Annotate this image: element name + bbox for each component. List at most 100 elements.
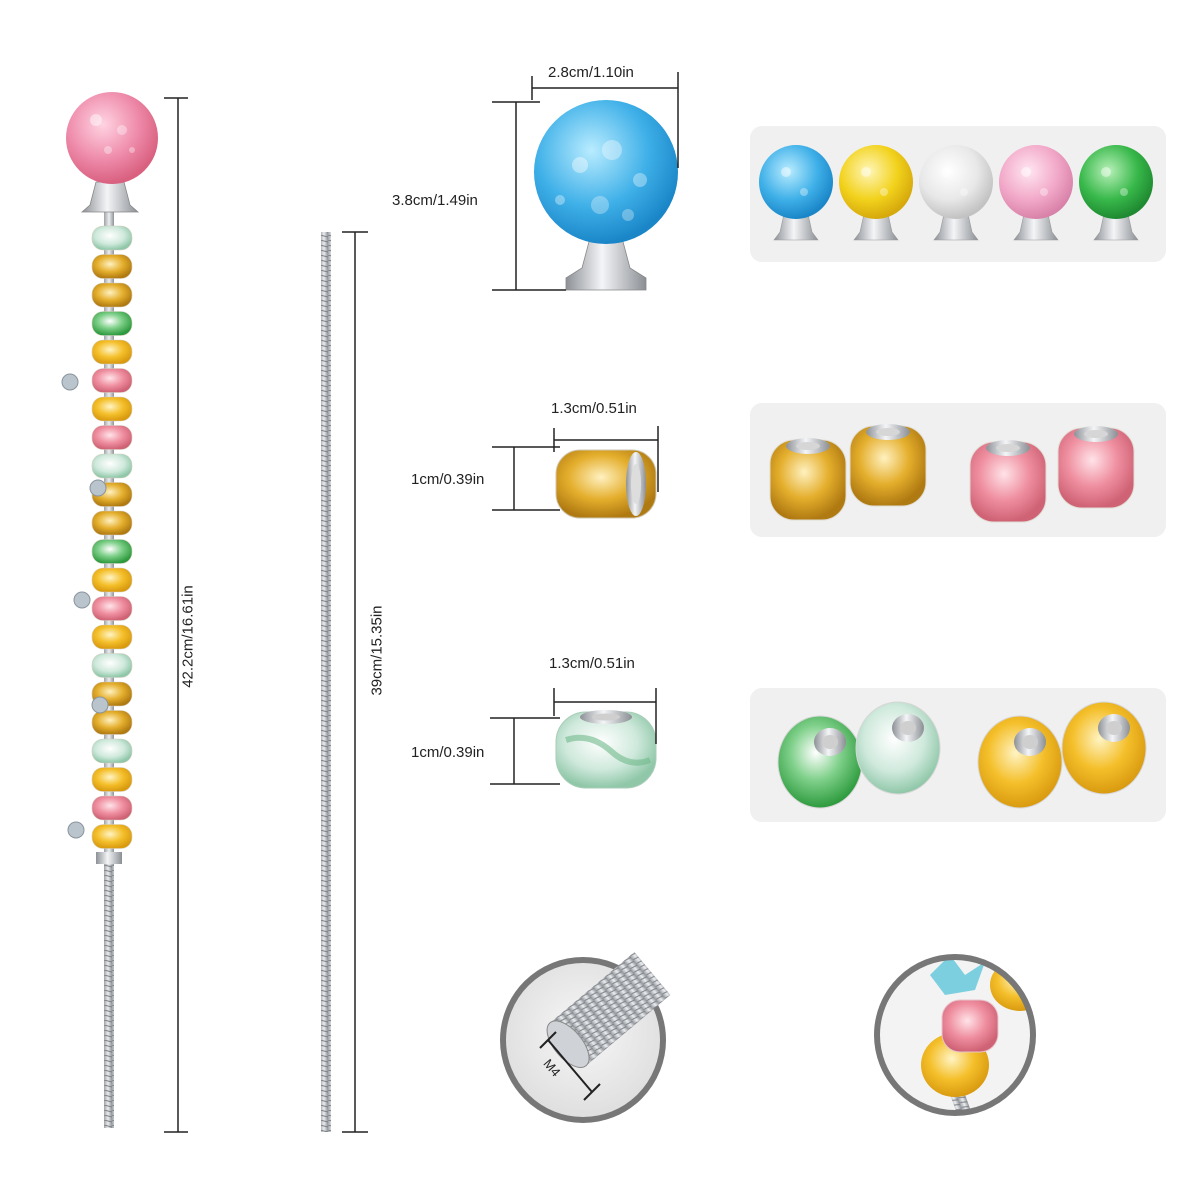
stick-bead [91, 510, 133, 536]
ball-option-bubble [781, 167, 791, 177]
stick-charm [89, 479, 107, 497]
thread-closeup-end [546, 1020, 590, 1068]
stick-bead [91, 567, 133, 593]
ball-option-bubble [1101, 167, 1111, 177]
stick-ball-bubble [129, 147, 135, 153]
stick-bead [91, 710, 133, 735]
stick-length-label: 42.2cm/16.61in [179, 585, 197, 688]
ball-option-bubble [960, 188, 968, 196]
stick-bead [91, 339, 133, 365]
ball-color-option [999, 145, 1073, 219]
faceted-bead-hole [876, 428, 900, 436]
marbled-bead-option [777, 715, 863, 809]
assembly-closeup-frame [874, 954, 1036, 1116]
stick-ball-bubble [117, 125, 127, 135]
ball-color-option [839, 145, 913, 219]
gold-bead-detail [555, 449, 657, 519]
ball-bubble [633, 173, 647, 187]
mint-bead-hole [592, 713, 620, 721]
assembly-closeup [874, 954, 1036, 1116]
marbled-bead-option [855, 701, 941, 795]
marbled-bead-option [1061, 701, 1147, 795]
ball-color-option [919, 145, 993, 219]
blue-knob-detail [534, 100, 678, 291]
mint-bead-swirl [565, 734, 652, 766]
assembly-top-bead [990, 959, 1031, 1011]
stick-bead [91, 282, 133, 308]
marbled-bead-hole [900, 721, 916, 735]
ball-height-label: 3.8cm/1.49in [392, 192, 478, 209]
stick-bead [91, 225, 133, 251]
rod-length-label: 39cm/15.35in [368, 605, 386, 696]
stick-pink-ball [66, 92, 158, 184]
blue-knob-base [565, 237, 647, 291]
stick-charm [67, 821, 85, 839]
thread-closeup-rod [546, 952, 671, 1068]
ball-option-bubble [800, 188, 808, 196]
gold-bead-hole [631, 464, 641, 504]
stick-bead [91, 738, 133, 764]
m4-dimension-tick [539, 1031, 557, 1049]
ball-option-bubble [941, 167, 951, 177]
stick-ball-bubble [90, 114, 102, 126]
stick-charm [61, 373, 79, 391]
mint-bead-height-label: 1cm/0.39in [411, 744, 485, 761]
marbled-bead-hole [1022, 735, 1038, 749]
ball-bubble [602, 140, 622, 160]
stick-bead [91, 653, 133, 678]
faceted-bead-hole [796, 442, 820, 450]
stick-bead [91, 396, 133, 422]
mint-bead-width-label: 1.3cm/0.51in [549, 655, 635, 672]
gold-bead-height-label: 1cm/0.39in [411, 471, 485, 488]
ball-dimension-lines [492, 72, 679, 291]
stick-bead [91, 368, 133, 393]
stick-bead [91, 254, 133, 279]
faceted-bead-options [769, 424, 1135, 523]
marbled-bead-options [777, 701, 1147, 809]
stick-bead [91, 624, 133, 650]
marbled-bead-hole [822, 735, 838, 749]
stick-thread [104, 860, 114, 1128]
ball-color-option [1079, 145, 1153, 219]
stick-charm [73, 591, 91, 609]
assembled-stick [61, 92, 158, 1128]
m4-dimension-line [547, 1039, 593, 1093]
ball-option-bubble [880, 188, 888, 196]
assembly-pink-bead [941, 999, 999, 1053]
stick-bead [91, 539, 133, 564]
stick-bead [91, 311, 133, 336]
faceted-bead-hole [1084, 430, 1108, 438]
stick-bead [91, 596, 133, 621]
m4-dimension-tick [583, 1083, 601, 1101]
stick-ball-bubble [104, 146, 112, 154]
ball-width-label: 2.8cm/1.10in [548, 64, 634, 81]
ball-color-options [759, 145, 1153, 241]
stick-bead [91, 824, 133, 849]
ball-bubble [572, 157, 588, 173]
stick-beads [61, 225, 133, 864]
marbled-bead-hole [1106, 721, 1122, 735]
ball-option-bubble [861, 167, 871, 177]
ball-bubble [622, 209, 634, 221]
mint-bead-dimension-lines [490, 688, 657, 785]
stick-dimension [164, 97, 188, 1133]
stick-charm [91, 696, 109, 714]
gold-bead-dimension-lines [492, 426, 659, 511]
stick-nut [96, 852, 122, 864]
gold-bead-width-label: 1.3cm/0.51in [551, 400, 637, 417]
ball-bubble [555, 195, 565, 205]
rod-dimension [342, 231, 368, 1133]
blue-knob-ball [534, 100, 678, 244]
stick-bead [91, 795, 133, 821]
faceted-bead-hole [996, 444, 1020, 452]
stick-knob-base [80, 181, 140, 213]
assembly-starfish-charm [930, 959, 985, 995]
marbled-bead-option [977, 715, 1063, 809]
ball-bubble [591, 196, 609, 214]
ball-option-bubble [1120, 188, 1128, 196]
ball-option-bubble [1040, 188, 1048, 196]
thread-closeup [500, 952, 671, 1123]
threaded-rod [321, 232, 331, 1132]
stick-bead [91, 767, 133, 792]
